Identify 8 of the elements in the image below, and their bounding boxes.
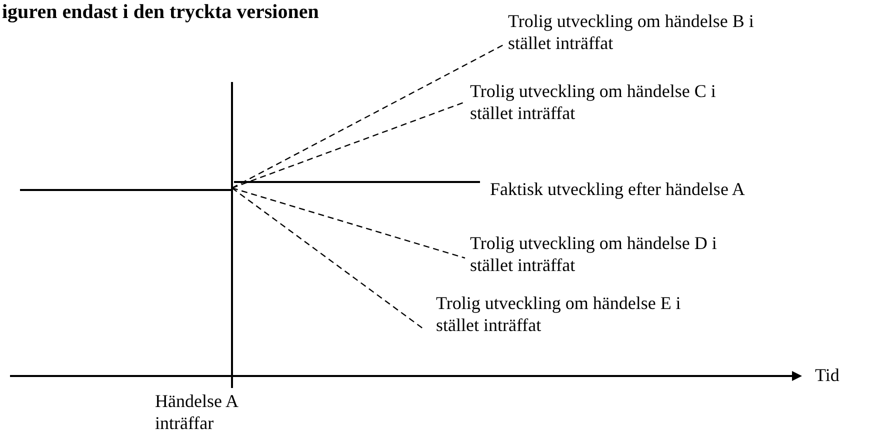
scenario-label: Trolig utveckling om händelse B i stället inträffat — [508, 10, 755, 54]
axis-label: Tid — [815, 364, 840, 386]
scenario-label: Trolig utveckling om händelse E i stället inträffat — [436, 292, 682, 336]
scenario-label: Faktisk utveckling efter händelse A — [490, 178, 745, 200]
title: iguren endast i den tryckta versionen — [2, 0, 319, 24]
scenario-label: Trolig utveckling om händelse D i stället inträffat — [470, 232, 718, 276]
scenario-label: Trolig utveckling om händelse C i stället inträffat — [470, 80, 717, 124]
event-label: Händelse A inträffar — [155, 390, 239, 434]
